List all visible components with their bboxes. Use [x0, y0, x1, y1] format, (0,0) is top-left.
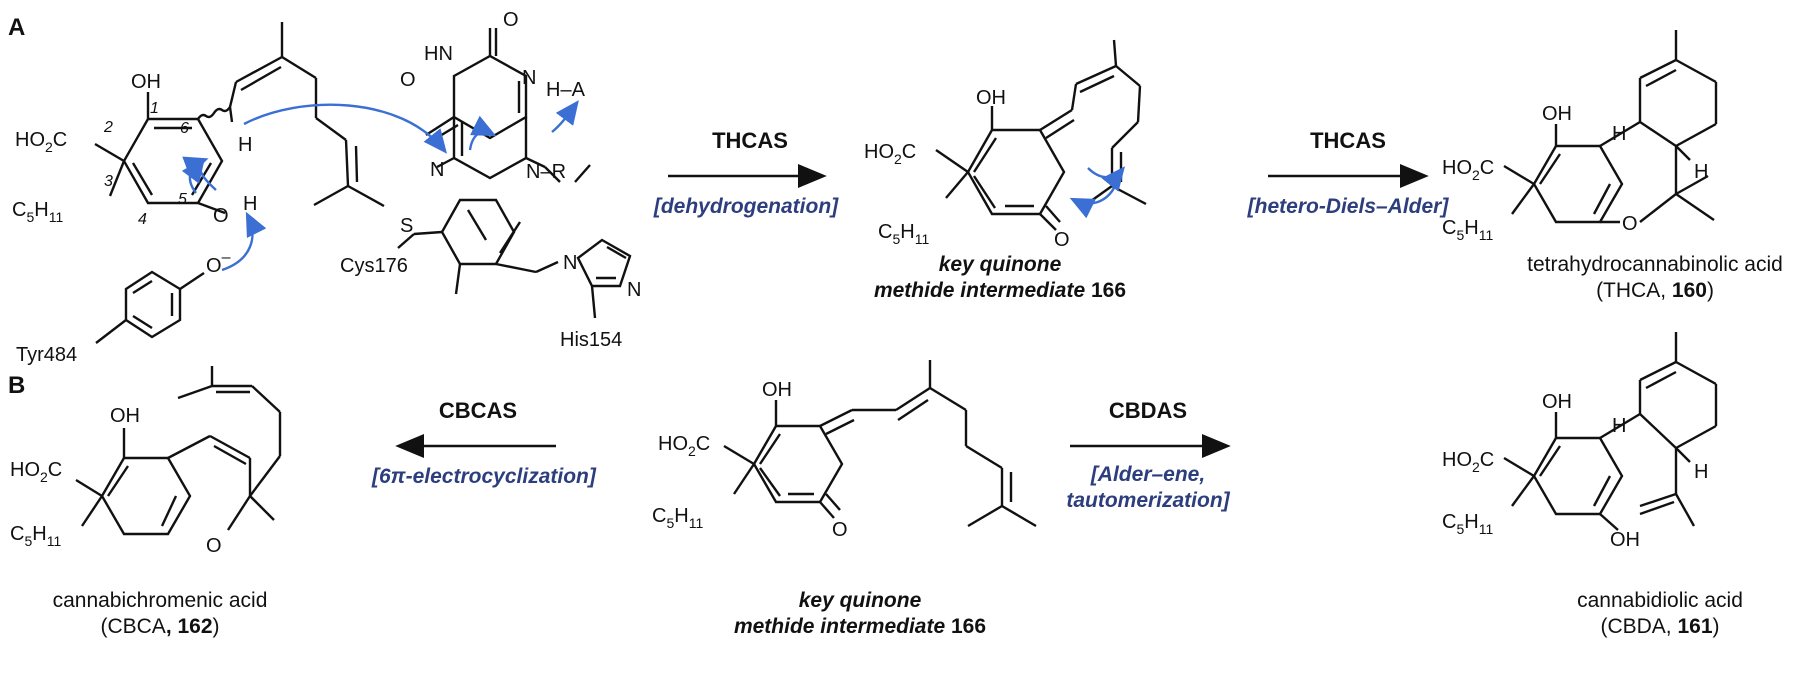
atom-o-cbca: O: [206, 535, 222, 557]
atom-h-cbda-1: H: [1612, 415, 1626, 437]
caption-key-intermediate-bottom-line1: key quinone: [798, 589, 922, 612]
atom-ho2c: HO2C: [15, 129, 67, 155]
atom-ho2c-km2: HO2C: [658, 433, 710, 459]
atom-c5h11-km2: C5H11: [652, 505, 703, 531]
atom-n-pyrimidine: N: [522, 67, 536, 89]
quinone-methide-top-structure: [935, 39, 1147, 231]
quinone-methide-bottom-structure: [723, 360, 1037, 528]
electron-push-arrows: [181, 100, 579, 272]
residue-his154: His154: [560, 329, 622, 351]
caption-thca-line1: tetrahydrocannabinolic acid: [1527, 253, 1783, 276]
atom-h-thca-1: H: [1612, 123, 1626, 145]
atom-oh-cbca: OH: [110, 405, 140, 427]
caption-cbca-line1: cannabichromenic acid: [52, 589, 268, 612]
atom-ho2c-km1: HO2C: [864, 141, 916, 167]
atom-h-phenol: H: [243, 193, 257, 215]
atom-ho2c-thca: HO2C: [1442, 157, 1494, 183]
caption-key-intermediate-top-line2: methide intermediate 166: [873, 279, 1127, 302]
locant-1: 1: [150, 100, 159, 117]
cbda-structure: [1503, 332, 1718, 531]
atom-o-thca: O: [1622, 213, 1638, 235]
enzyme-cbdas: CBDAS: [1108, 398, 1188, 423]
caption-thca-line2: (THCA, 160): [1596, 279, 1714, 302]
reaction-type-electrocyclization: [6π-electrocyclization]: [372, 465, 596, 488]
atom-n-r: N–R: [526, 161, 566, 183]
atom-c5h11-cbda: C5H11: [1442, 511, 1493, 537]
atom-o-km1: O: [1054, 229, 1070, 251]
panel-label-a: A: [8, 14, 26, 41]
enzyme-thcas-2: THCAS: [1310, 128, 1386, 153]
atom-ho2c-cbda: HO2C: [1442, 449, 1494, 475]
atom-h-thca-2: H: [1694, 161, 1708, 183]
thca-structure: [1503, 30, 1718, 224]
atom-h-c6: H: [238, 134, 252, 156]
atom-oh-km1: OH: [976, 87, 1006, 109]
caption-cbda-line1: cannabidiolic acid: [1577, 589, 1743, 612]
atom-oh-thca: OH: [1542, 103, 1572, 125]
caption-cbda-line2: (CBDA, 161): [1600, 615, 1720, 638]
caption-key-intermediate-top-line1: key quinone: [938, 253, 1062, 276]
enzyme-cbcas: CBCAS: [438, 398, 518, 423]
enzyme-thcas-1: THCAS: [712, 128, 788, 153]
atom-ha: H–A: [546, 79, 586, 101]
cbca-structure: [75, 366, 282, 536]
locant-3: 3: [104, 173, 113, 190]
atom-s: S: [400, 215, 413, 237]
caption-cbca-line2: (CBCA, 162): [100, 615, 220, 638]
atom-c5h11: C5H11: [12, 199, 63, 225]
atom-c5h11-thca: C5H11: [1442, 217, 1493, 243]
atom-oh-km2: OH: [762, 379, 792, 401]
atom-hn: HN: [424, 43, 453, 65]
reaction-type-hetero-diels-alder: [hetero-Diels–Alder]: [1247, 195, 1449, 218]
locant-6: 6: [180, 120, 189, 137]
atom-o-left: O: [400, 69, 416, 91]
caption-key-intermediate-bottom-line2: methide intermediate 166: [733, 615, 987, 638]
atom-oh-cbda-2: OH: [1610, 529, 1640, 551]
atom-c5h11-cbca: C5H11: [10, 523, 61, 549]
locant-2: 2: [103, 119, 113, 136]
reaction-type-dehydrogenation: [dehydrogenation]: [653, 195, 839, 218]
residue-cys176: Cys176: [340, 255, 408, 277]
atom-o-km2: O: [832, 519, 848, 541]
atom-o-top: O: [503, 9, 519, 31]
locant-4: 4: [138, 211, 147, 228]
atom-h-cbda-2: H: [1694, 461, 1708, 483]
atom-n-left: N: [430, 159, 444, 181]
cyclization-arrows: [1069, 166, 1126, 219]
atom-n-imid1: N: [563, 252, 577, 274]
reaction-type-alder-ene-line2: tautomerization]: [1066, 489, 1230, 512]
atom-oh: OH: [131, 71, 161, 93]
reaction-type-alder-ene-line1: [Alder–ene,: [1090, 463, 1206, 486]
locant-5: 5: [178, 191, 187, 208]
atom-n-imid2: N: [627, 279, 641, 301]
flavin-cofactor-structure: [397, 28, 632, 319]
atom-oh-cbda: OH: [1542, 391, 1572, 413]
atom-o-h: O: [213, 205, 229, 227]
atom-c5h11-km1: C5H11: [878, 221, 929, 247]
atom-phenoxide-o: O–: [206, 249, 231, 277]
atom-ho2c-cbca: HO2C: [10, 459, 62, 485]
residue-tyr484: Tyr484: [16, 344, 77, 366]
panel-label-b: B: [8, 372, 26, 399]
cbga-substrate-structure: [94, 22, 385, 344]
